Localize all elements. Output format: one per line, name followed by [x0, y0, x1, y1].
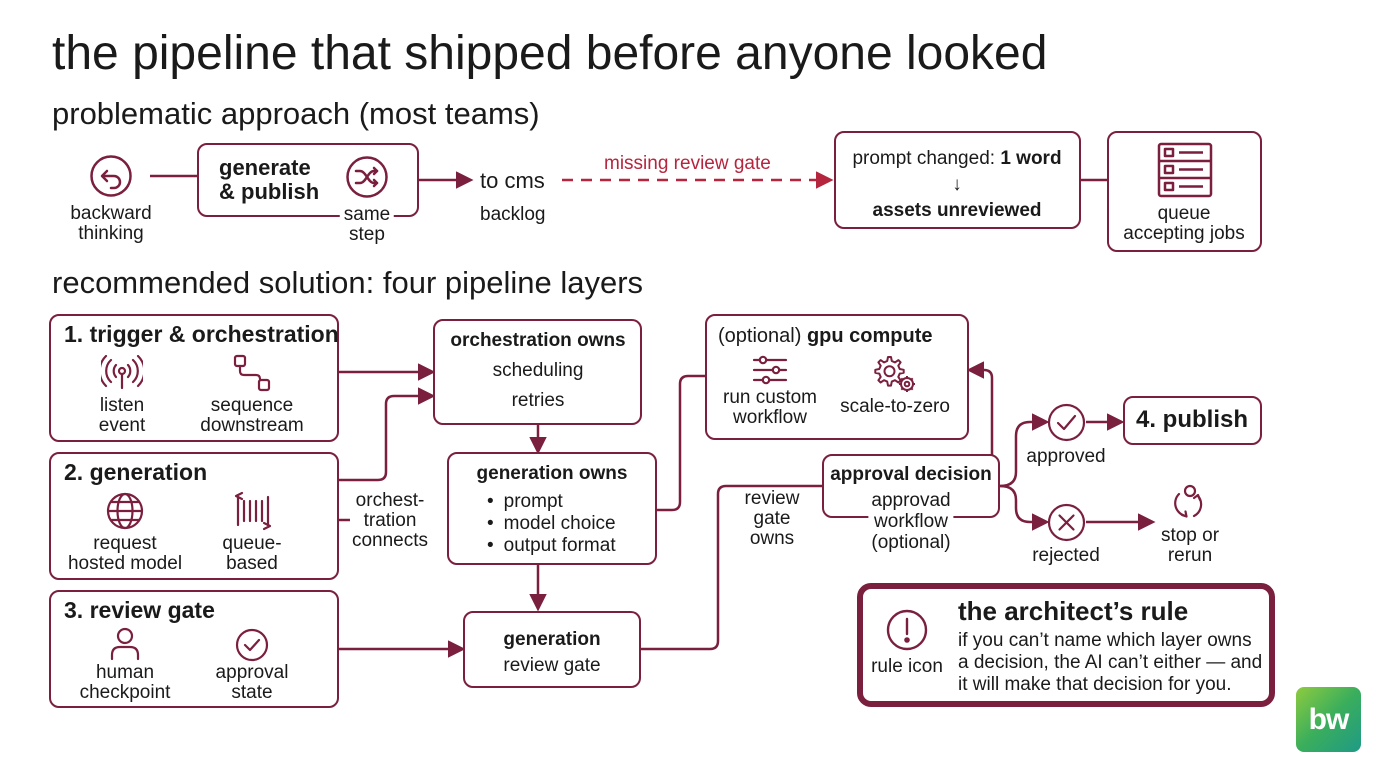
- approved-label: approved: [1026, 446, 1106, 467]
- layer2-to-orch-arrow: [338, 387, 436, 482]
- rule-icon-label: rule icon: [871, 656, 943, 677]
- gpu-compute-box: [705, 314, 969, 440]
- orchestration-owns-title: orchestration owns: [450, 330, 626, 351]
- prompt-changed-box: [834, 131, 1081, 229]
- queue-icon: [232, 491, 274, 531]
- globe-icon: [106, 492, 144, 530]
- bullet-output-format: output format: [487, 535, 616, 557]
- backlog-label: backlog: [480, 204, 546, 225]
- generate-publish-label: generate& publish: [219, 155, 320, 204]
- scheduling-label: scheduling: [492, 360, 584, 381]
- queue-based-label: queue-based: [222, 533, 282, 574]
- orchestration-owns-box: [433, 319, 642, 425]
- gears-icon: [874, 355, 916, 393]
- publish-label: 4. publish: [1135, 406, 1249, 433]
- person-icon: [110, 627, 140, 661]
- architects-rule-title: the architect’s rule: [958, 596, 1189, 626]
- list-icon: [1157, 142, 1213, 198]
- to-cms-label: to cms: [480, 168, 545, 193]
- sliders-icon: [752, 355, 788, 385]
- gpu-compute-title: (optional) gpu compute: [718, 325, 933, 347]
- x-circle-icon: [1047, 503, 1086, 542]
- layer1-title: 1. trigger & orchestration: [64, 321, 339, 347]
- approval-decision-title: approval decision: [827, 465, 995, 485]
- check-circle-icon: [235, 628, 269, 662]
- scale-to-zero-label: scale-to-zero: [840, 396, 950, 417]
- generation-owns-title: generation owns: [476, 463, 628, 484]
- solution-heading: recommended solution: four pipeline laye…: [52, 265, 644, 300]
- architects-rule-box: [857, 583, 1275, 707]
- bw-logo: bw: [1296, 687, 1361, 752]
- exclamation-icon: [886, 609, 928, 651]
- approved-check-icon: [1047, 403, 1086, 442]
- broadcast-icon: [101, 355, 143, 391]
- layer1-box: [49, 314, 339, 442]
- refresh-icon: [1169, 479, 1211, 523]
- publish-box: [1123, 396, 1262, 445]
- rejected-label: rejected: [1032, 545, 1100, 566]
- approval-to-rejected-arrow: [999, 484, 1050, 531]
- retries-label: retries: [511, 390, 565, 411]
- problem-heading: problematic approach (most teams): [52, 96, 540, 131]
- missing-review-gate-label: missing review gate: [604, 153, 771, 174]
- back-arrow-icon: [89, 154, 133, 198]
- gen-to-gpu-line: [656, 374, 705, 512]
- layer2-title: 2. generation: [64, 459, 208, 485]
- layer3-box: [49, 590, 339, 708]
- flow-icon: [232, 353, 272, 393]
- layer3-title: 3. review gate: [64, 597, 215, 623]
- queue-box: [1107, 131, 1262, 252]
- page-title: the pipeline that shipped before anyone …: [52, 27, 1048, 80]
- bullet-prompt: prompt: [487, 491, 563, 513]
- shuffle-icon: [345, 155, 389, 199]
- generate-publish-box: [197, 143, 419, 217]
- prompt-changed-label: prompt changed: 1 word ↓ assets unreview…: [852, 148, 1062, 221]
- generation-review-gate-box: [463, 611, 641, 688]
- layer2-box: [49, 452, 339, 580]
- bullet-model-choice: model choice: [487, 513, 616, 535]
